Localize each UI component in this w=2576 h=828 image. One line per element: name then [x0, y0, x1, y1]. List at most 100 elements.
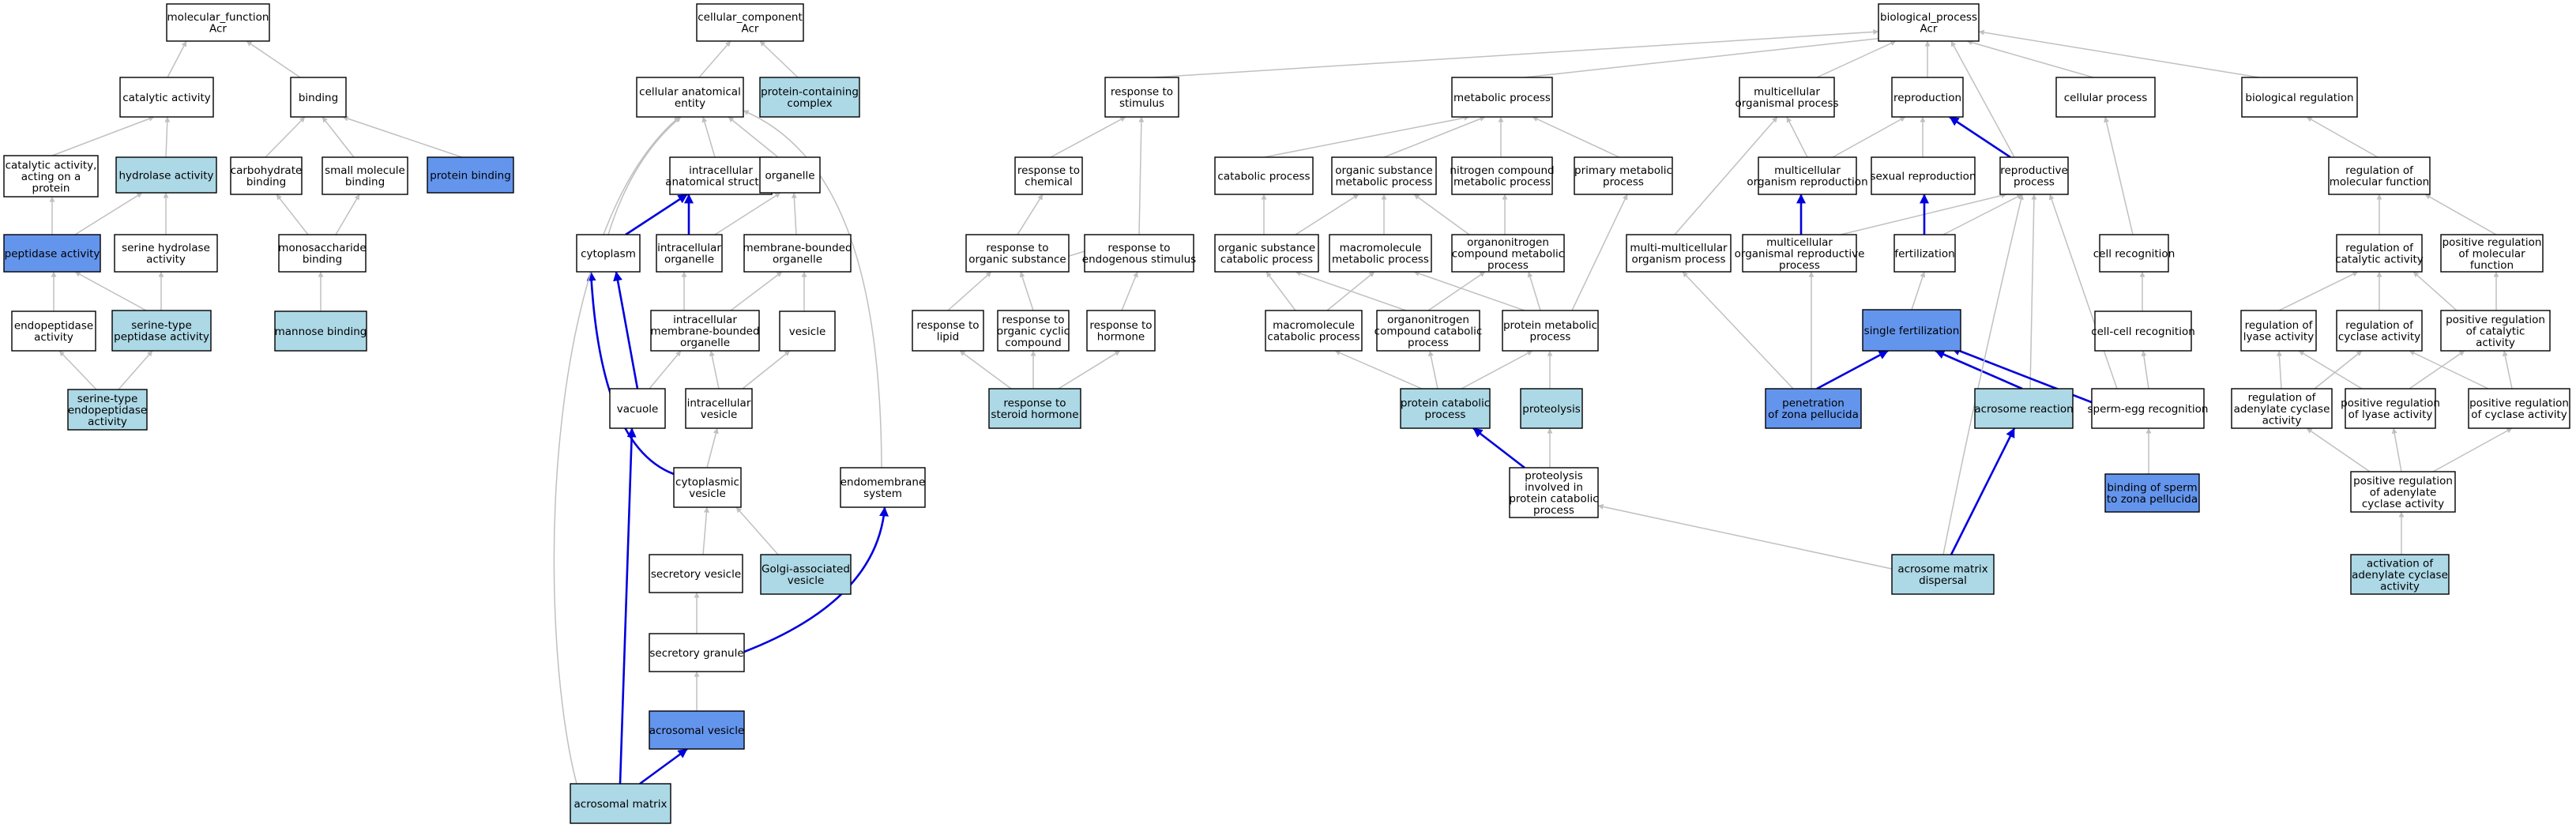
- node-bind[interactable]: binding: [290, 77, 347, 118]
- edge-pept-to-hydro: [74, 192, 143, 235]
- node-metab[interactable]: metabolic process: [1451, 77, 1553, 118]
- node-ccr[interactable]: cell-cell recognition: [2091, 310, 2195, 352]
- node-box: [636, 77, 744, 118]
- edge-mmop-to-mop: [1674, 116, 1778, 235]
- node-cellp[interactable]: cellular process: [2055, 77, 2156, 118]
- node-pept[interactable]: peptidase activity: [3, 234, 101, 273]
- node-ser[interactable]: sperm-egg recognition: [2088, 388, 2209, 429]
- node-repro[interactable]: reproduction: [1891, 77, 1964, 118]
- node-acrv[interactable]: acrosomal vesicle: [649, 710, 745, 750]
- node-sfert[interactable]: single fertilization: [1862, 309, 1961, 352]
- node-breg[interactable]: biological regulation: [2241, 77, 2358, 118]
- node-secv[interactable]: secretory vesicle: [649, 554, 743, 593]
- node-box: [1742, 234, 1857, 273]
- node-label-line: entity: [675, 97, 705, 110]
- node-protbind[interactable]: protein binding: [427, 156, 514, 194]
- node-label-line: compound: [1005, 337, 1061, 349]
- node-acrm[interactable]: acrosomal matrix: [570, 783, 671, 824]
- node-cellr[interactable]: cell recognition: [2093, 234, 2175, 273]
- node-secg[interactable]: secretory granule: [649, 633, 745, 672]
- node-cyto[interactable]: cytoplasm: [576, 234, 641, 273]
- node-catab[interactable]: catabolic process: [1214, 156, 1314, 195]
- node-fert[interactable]: fertilization: [1893, 234, 1956, 273]
- edge-oscp-to-osmp: [1295, 194, 1359, 235]
- node-box: [230, 156, 303, 195]
- node-prot[interactable]: proteolysis: [1520, 388, 1583, 429]
- node-acrr[interactable]: acrosome reaction: [1974, 388, 2074, 429]
- node-cat[interactable]: catalytic activity: [119, 77, 214, 118]
- node-vac[interactable]: vacuole: [609, 388, 666, 429]
- edge-praca-to-prcya: [2432, 427, 2513, 472]
- node-label-line: cellular_component: [698, 11, 802, 24]
- node-label-line: cell-cell recognition: [2091, 326, 2195, 338]
- node-sexr[interactable]: sexual reproduction: [1870, 156, 1976, 195]
- node-orgn[interactable]: organelle: [759, 156, 821, 194]
- edge-rth-to-rtes: [1121, 271, 1138, 311]
- node-box: [650, 310, 760, 352]
- edge-rts-to-bp: [1153, 28, 1879, 78]
- node-mann[interactable]: mannose binding: [274, 310, 367, 352]
- node-hydro[interactable]: hydrolase activity: [115, 156, 217, 194]
- node-ves[interactable]: vesicle: [779, 310, 836, 352]
